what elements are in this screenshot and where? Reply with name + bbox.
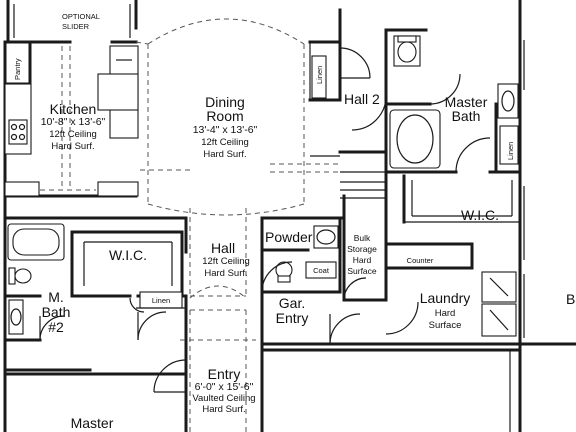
walls [3,0,576,432]
dining-dims: 13'-4" x 13'-6" [193,124,258,136]
dashed-lines [40,18,340,432]
entry-name: Entry [208,366,241,382]
m-bath2-line-2: Bath [42,304,71,320]
entry-surface: Hard Surf. [202,404,245,415]
master-bath-name: Master [445,94,488,110]
kitchen-name: Kitchen [50,101,97,117]
kitchen-ceiling: 12ft Ceiling [49,129,97,140]
bulk-storage-line-2: Storage [347,244,377,254]
laundry-surface: Hard [435,308,456,319]
bulk-storage-line-4: Surface [347,266,377,276]
bulk-storage-line-3: Hard [353,255,372,265]
room-labels: OPTIONAL SLIDER Pantry Kitchen 10'-8" x … [13,12,575,431]
linen-small-label: Linen [152,296,170,305]
garage-entry-name: Gar. [279,295,305,311]
edge-letter: B [566,291,575,307]
bulk-storage-line-1: Bulk [354,233,371,243]
garage-entry-name-2: Entry [276,310,309,326]
kitchen-surface: Hard Surf. [51,141,94,152]
master-bedroom-label: Master [71,415,114,431]
hall2-label: Hall 2 [344,91,380,107]
wic-left-label: W.I.C. [109,247,147,263]
pantry-label: Pantry [13,58,22,80]
kitchen-dims: 10'-8" x 13'-6" [41,116,106,128]
dining-ceiling: 12ft Ceiling [201,137,249,148]
entry-dims: 6'-0" x 15'-6" [195,381,254,393]
hall-surface: Hard Surf. [204,268,247,279]
linen-hall-label: Linen [315,66,324,84]
master-bath-name-2: Bath [452,108,481,124]
entry-ceiling: Vaulted Ceiling [192,393,255,404]
dining-name-2: Room [206,108,243,124]
dining-surface: Hard Surf. [203,149,246,160]
laundry-surface-2: Surface [429,320,462,331]
hall-name: Hall [211,240,235,256]
counter-label: Counter [407,256,434,265]
dining-name: Dining [205,94,245,110]
m-bath2-line-1: M. [48,289,64,305]
hall-ceiling: 12ft Ceiling [202,256,250,267]
laundry-name: Laundry [420,290,471,306]
coat-label: Coat [313,266,330,275]
linen-bath-label: Linen [506,142,515,160]
wic-right-label: W.I.C. [461,207,499,223]
optional-slider-label-2: SLIDER [62,22,90,31]
m-bath2-line-3: #2 [48,319,64,335]
optional-slider-label: OPTIONAL [62,12,100,21]
powder-label: Powder [265,229,313,245]
